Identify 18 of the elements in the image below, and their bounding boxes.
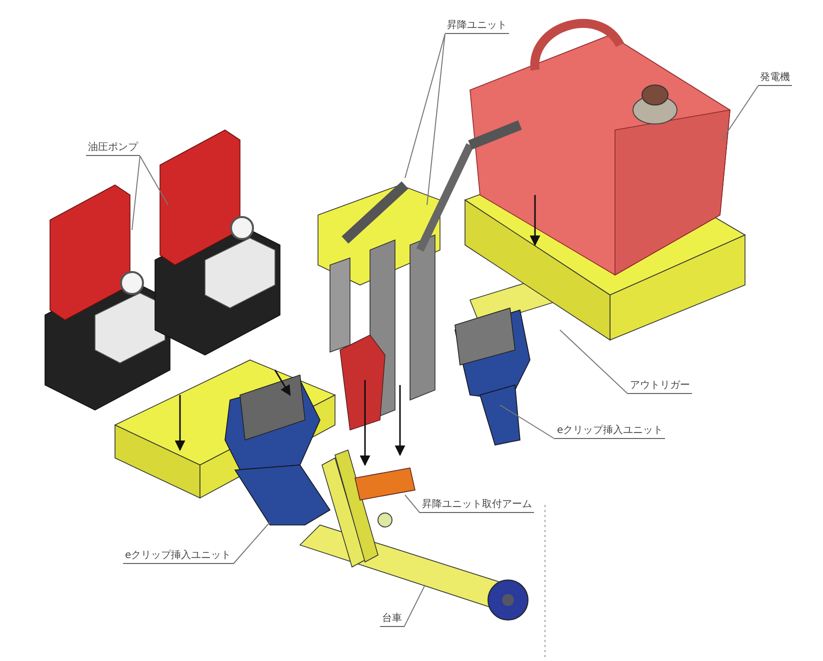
- part-label: eクリップ挿入ユニット: [123, 550, 234, 564]
- leader-line: [132, 156, 140, 230]
- part-label: 台車: [380, 613, 404, 627]
- leader-line: [426, 34, 446, 206]
- leader-line: [404, 34, 446, 178]
- part-label: 発電機: [758, 72, 792, 86]
- leader-line: [500, 404, 556, 440]
- leader-line: [404, 494, 420, 514]
- leader-line: [722, 86, 758, 140]
- part-label: 昇降ユニット取付アーム: [420, 499, 534, 513]
- leader-line: [140, 156, 168, 206]
- part-label: 昇降ユニット: [445, 20, 509, 34]
- leader-line: [560, 330, 628, 394]
- part-label: 油圧ポンプ: [86, 142, 140, 156]
- part-label: アウトリガー: [628, 380, 692, 394]
- part-label: eクリップ挿入ユニット: [555, 425, 666, 439]
- leader-line: [404, 584, 426, 628]
- leader-line: [232, 522, 270, 564]
